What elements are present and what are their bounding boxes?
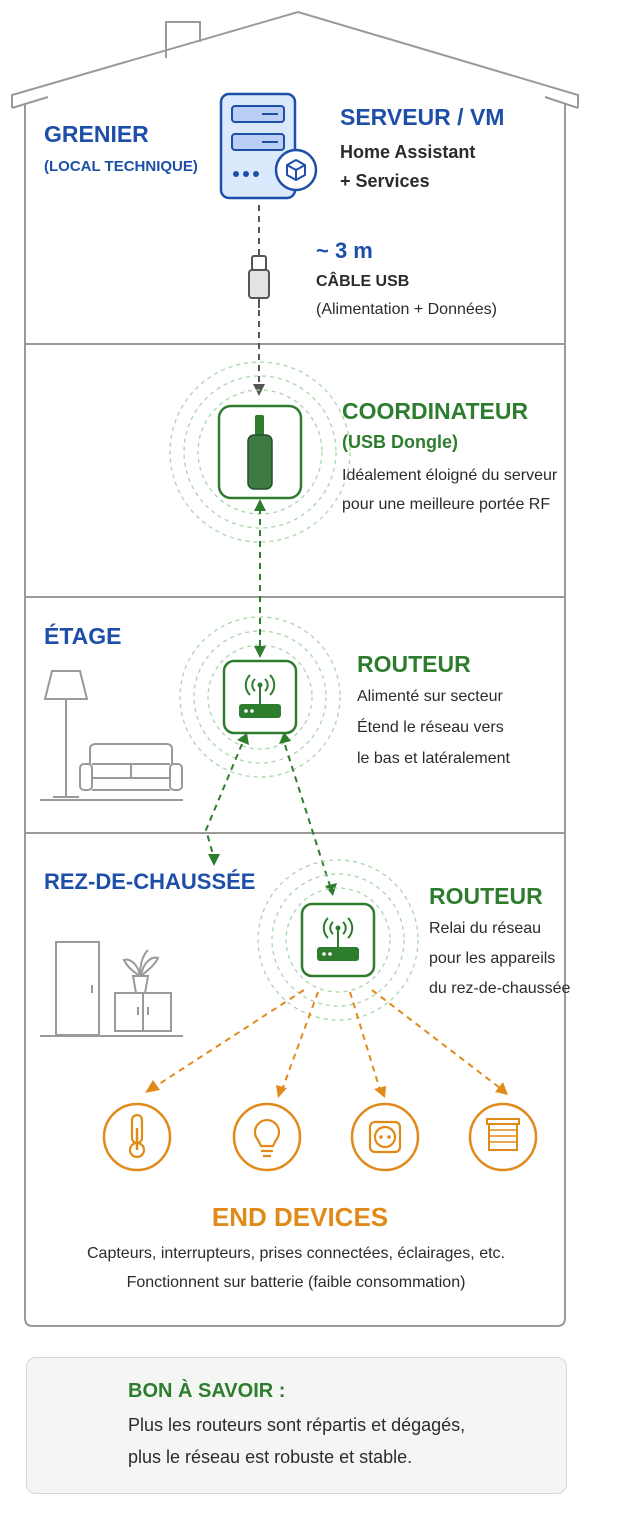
router-ground-title: ROUTEUR: [429, 883, 543, 909]
router-ground-line-1: Relai du réseau: [429, 920, 542, 937]
thermometer-icon: [102, 1102, 172, 1172]
router-upstairs-signal-waves: [179, 616, 341, 778]
link-router-down-left: [204, 733, 249, 866]
cable-label: CÂBLE USB: [316, 273, 410, 290]
link-arrowheads: [145, 1080, 508, 1098]
router-ground-signal-waves: [257, 859, 419, 1021]
tip-line-1: Plus les routeurs sont répartis et dégag…: [128, 1415, 466, 1435]
floor-label-upstairs: ÉTAGE: [44, 623, 122, 649]
router-upstairs-title: ROUTEUR: [357, 651, 471, 677]
router-ground-icon: [300, 902, 376, 978]
blind-icon: [468, 1102, 538, 1172]
router-ground-line-2: pour les appareils: [429, 950, 556, 967]
coordinator-title: COORDINATEUR: [342, 398, 529, 424]
router-upstairs-line-3: le bas et latéralement: [357, 750, 510, 767]
server-title: SERVEUR / VM: [340, 104, 505, 130]
outlet-icon: [350, 1102, 420, 1172]
coordinator-line-1: Idéalement éloigné du serveur: [342, 467, 558, 484]
end-devices-line-1: Capteurs, interrupteurs, prises connecté…: [87, 1245, 505, 1262]
tip-line-2: plus le réseau est robuste et stable.: [128, 1447, 413, 1467]
server-line-2: + Services: [340, 171, 430, 191]
house-outline: [11, 10, 579, 1327]
cable-length: ~ 3 m: [316, 238, 373, 263]
sofa-icon: [79, 743, 183, 791]
floor-label-ground: REZ-DE-CHAUSSÉE: [44, 869, 256, 894]
floor-label-attic: GRENIER: [44, 121, 149, 147]
cable-description: (Alimentation + Données): [316, 301, 497, 318]
usb-plug-icon: [251, 255, 267, 271]
bulb-icon: [232, 1102, 302, 1172]
router-upstairs-line-1: Alimenté sur secteur: [357, 688, 503, 705]
links-end-devices: [155, 989, 501, 1091]
plant-icon: [122, 949, 160, 994]
link-coordinator-router: [254, 499, 266, 658]
server-line-1: Home Assistant: [340, 142, 476, 162]
cabinet-icon: [114, 992, 172, 1032]
server-icon: [219, 92, 318, 200]
usb-dongle-icon: [217, 404, 303, 500]
tip-title: BON À SAVOIR :: [128, 1380, 286, 1402]
end-devices-title: END DEVICES: [211, 1202, 389, 1232]
coordinator-subtitle: (USB Dongle): [342, 432, 458, 452]
router-ground-line-3: du rez-de-chaussée: [429, 980, 571, 997]
floor-lamp-icon: [43, 670, 89, 798]
floor-sublabel-attic: (LOCAL TECHNIQUE): [44, 158, 198, 175]
end-devices-line-2: Fonctionnent sur batterie (faible consom…: [126, 1274, 466, 1291]
router-upstairs-icon: [222, 659, 298, 735]
link-router-router: [279, 732, 337, 896]
coordinator-line-2: pour une meilleure portée RF: [342, 496, 551, 513]
door-icon: [55, 941, 100, 1036]
usb-cable: [248, 205, 270, 396]
router-upstairs-line-2: Étend le réseau vers: [357, 719, 504, 736]
tip-box: BON À SAVOIR : Plus les routeurs sont ré…: [26, 1357, 567, 1494]
